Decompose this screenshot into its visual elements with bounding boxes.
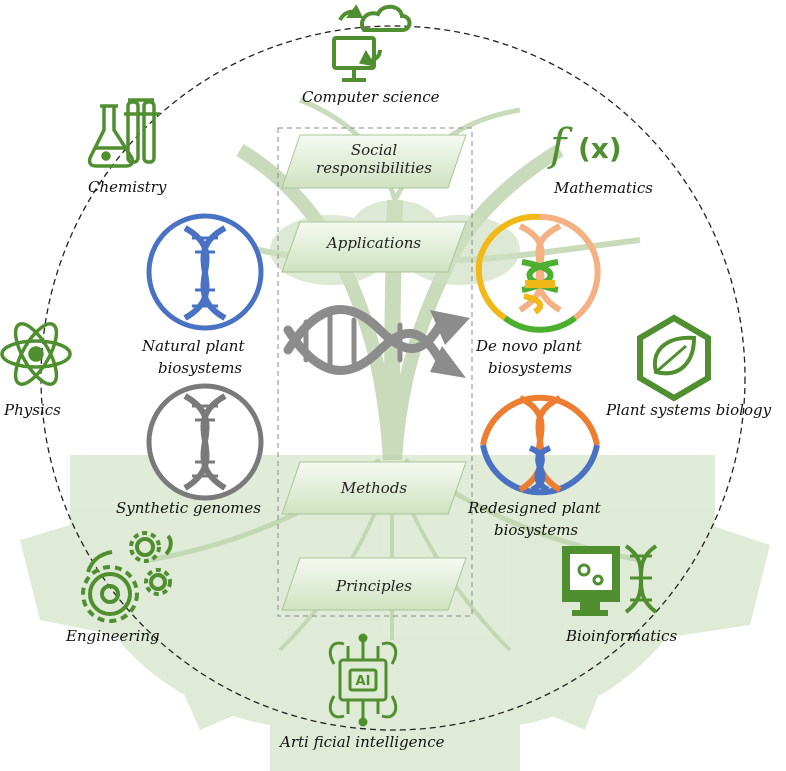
label-denovo-line2: biosystems (488, 359, 573, 377)
synthetic-dna-icon (146, 383, 264, 501)
layer-boxes (281, 134, 467, 611)
gears-icon (81, 531, 173, 623)
ai-badge: AI (356, 674, 371, 689)
layer-applications: Applications (326, 234, 422, 252)
label-bioinformatics: Bioinformatics (566, 627, 678, 645)
label-mathematics: Mathematics (554, 179, 653, 197)
label-natural-line1: Natural plant (142, 337, 245, 355)
label-chemistry: Chemistry (88, 178, 167, 196)
bioinformatics-monitor-icon (562, 544, 658, 616)
arrow-up-head (430, 310, 470, 345)
layer-principles: Principles (336, 577, 412, 595)
label-synthetic-genomes: Synthetic genomes (116, 499, 261, 517)
central-dna-arrow-icon (283, 305, 445, 375)
cloud-sync-computer-icon (332, 4, 412, 82)
label-natural-line2: biosystems (158, 359, 243, 377)
central-dashed-box (277, 127, 473, 617)
svg-text:f: f (547, 120, 573, 171)
label-artificial-intelligence: Arti ficial intelligence (280, 733, 445, 751)
redesigned-dna-icon (480, 394, 600, 496)
natural-dna-icon (146, 213, 264, 331)
denovo-dna-icon (475, 213, 601, 333)
label-redesigned-line2: biosystems (494, 521, 579, 539)
ai-chip-icon (328, 633, 398, 727)
label-computer-science: Computer science (302, 88, 440, 106)
function-fx-icon: f (x) (547, 120, 622, 171)
label-plant-systems-biology: Plant systems biology (606, 401, 772, 419)
arrow-down-head (430, 346, 466, 378)
label-engineering: Engineering (66, 627, 160, 645)
label-denovo-line1: De novo plant (476, 337, 582, 355)
leaf-hexagon-icon (637, 314, 711, 402)
chemistry-flask-icon (87, 98, 160, 168)
label-redesigned-line1: Redesigned plant (468, 499, 601, 517)
atom-icon (0, 322, 72, 386)
layer-box-methods (281, 461, 467, 515)
layer-social-line2: responsibilities (316, 159, 432, 177)
layer-box-social (281, 134, 467, 189)
layer-box-applications (281, 221, 467, 273)
layer-social-line1: Social (350, 141, 398, 159)
layer-box-principles (281, 557, 467, 611)
svg-text:(x): (x) (578, 132, 622, 165)
layer-methods: Methods (340, 479, 408, 497)
label-physics: Physics (4, 401, 61, 419)
